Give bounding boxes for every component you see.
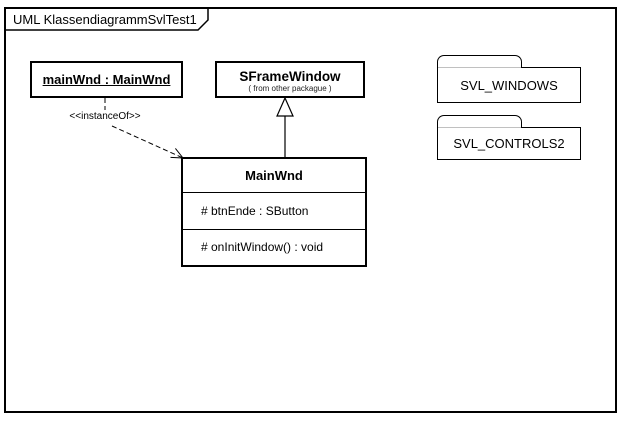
- class-origin-note: ( from other packague ): [248, 83, 332, 93]
- object-node-mainwnd[interactable]: mainWnd : MainWnd: [30, 61, 183, 98]
- class-node-sframewindow[interactable]: SFrameWindow ( from other packague ): [215, 61, 365, 98]
- package-svl-windows-tab[interactable]: [437, 55, 522, 68]
- package-node-svl-windows[interactable]: SVL_WINDOWS: [437, 67, 581, 103]
- frame-border: [4, 7, 617, 413]
- class-operations-compartment: # onInitWindow() : void: [183, 230, 365, 266]
- generalization-arrow[interactable]: [276, 96, 294, 157]
- package-name-label: SVL_CONTROLS2: [453, 136, 565, 151]
- object-node-label: mainWnd : MainWnd: [42, 72, 171, 87]
- attribute-item: # btnEnde : SButton: [201, 203, 309, 218]
- class-attributes-compartment: # btnEnde : SButton: [183, 193, 365, 230]
- frame-title-tab-outline: [5, 9, 209, 31]
- package-tab-divider: [438, 127, 522, 128]
- package-node-svl-controls2[interactable]: SVL_CONTROLS2: [437, 127, 581, 160]
- instanceof-arrow[interactable]: [104, 98, 184, 159]
- instanceof-stereotype-label: <<instanceOf>>: [69, 111, 141, 122]
- class-name-label: MainWnd: [183, 159, 365, 193]
- class-node-mainwnd[interactable]: MainWnd # btnEnde : SButton # onInitWind…: [181, 157, 367, 267]
- package-name-label: SVL_WINDOWS: [460, 77, 558, 93]
- package-tab-divider: [438, 67, 522, 68]
- diagram-title: UML KlassendiagrammSvlTest1: [13, 11, 197, 27]
- class-name-label: SFrameWindow: [239, 68, 341, 84]
- package-svl-controls2-tab[interactable]: [437, 115, 522, 128]
- generalization-triangle: [276, 96, 294, 117]
- operation-item: # onInitWindow() : void: [201, 240, 324, 255]
